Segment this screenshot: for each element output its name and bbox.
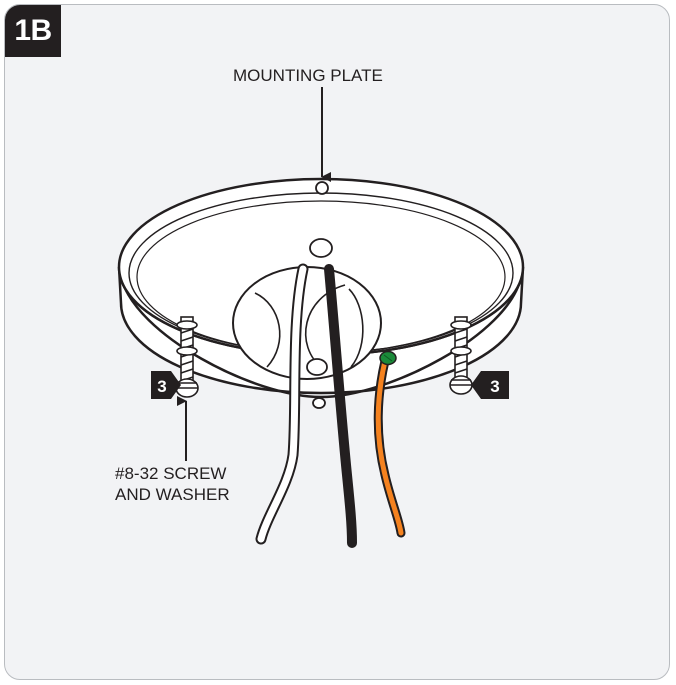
right-screw-icon — [449, 316, 473, 395]
plate-top-hole — [315, 181, 329, 195]
left-screw-icon — [175, 316, 199, 398]
black-wire — [324, 264, 357, 548]
screw-label-line2: AND WASHER — [115, 485, 230, 504]
mounting-plate-label: MOUNTING PLATE — [233, 66, 383, 85]
ground-wire — [373, 356, 406, 538]
callout-left-number: 3 — [157, 377, 166, 396]
callout-left: 3 — [151, 371, 181, 399]
instruction-panel: 1B MOUNTING PLATE #8-32 SCREW AND WASHER — [4, 4, 670, 680]
screw-washer-label: #8-32 SCREW AND WASHER — [115, 463, 230, 505]
plate-lower-hole — [306, 358, 328, 376]
mounting-plate-diagram: 3 3 — [117, 87, 525, 548]
plate-upper-hole — [309, 238, 333, 258]
wire-nut-icon — [379, 350, 397, 366]
callout-right-number: 3 — [490, 377, 499, 396]
white-wire — [255, 263, 309, 545]
screw-label-line1: #8-32 SCREW — [115, 464, 227, 483]
plate-bottom-hole — [312, 397, 326, 409]
callout-right: 3 — [471, 371, 509, 399]
step-badge: 1B — [5, 5, 61, 57]
mounting-plate — [117, 177, 525, 409]
